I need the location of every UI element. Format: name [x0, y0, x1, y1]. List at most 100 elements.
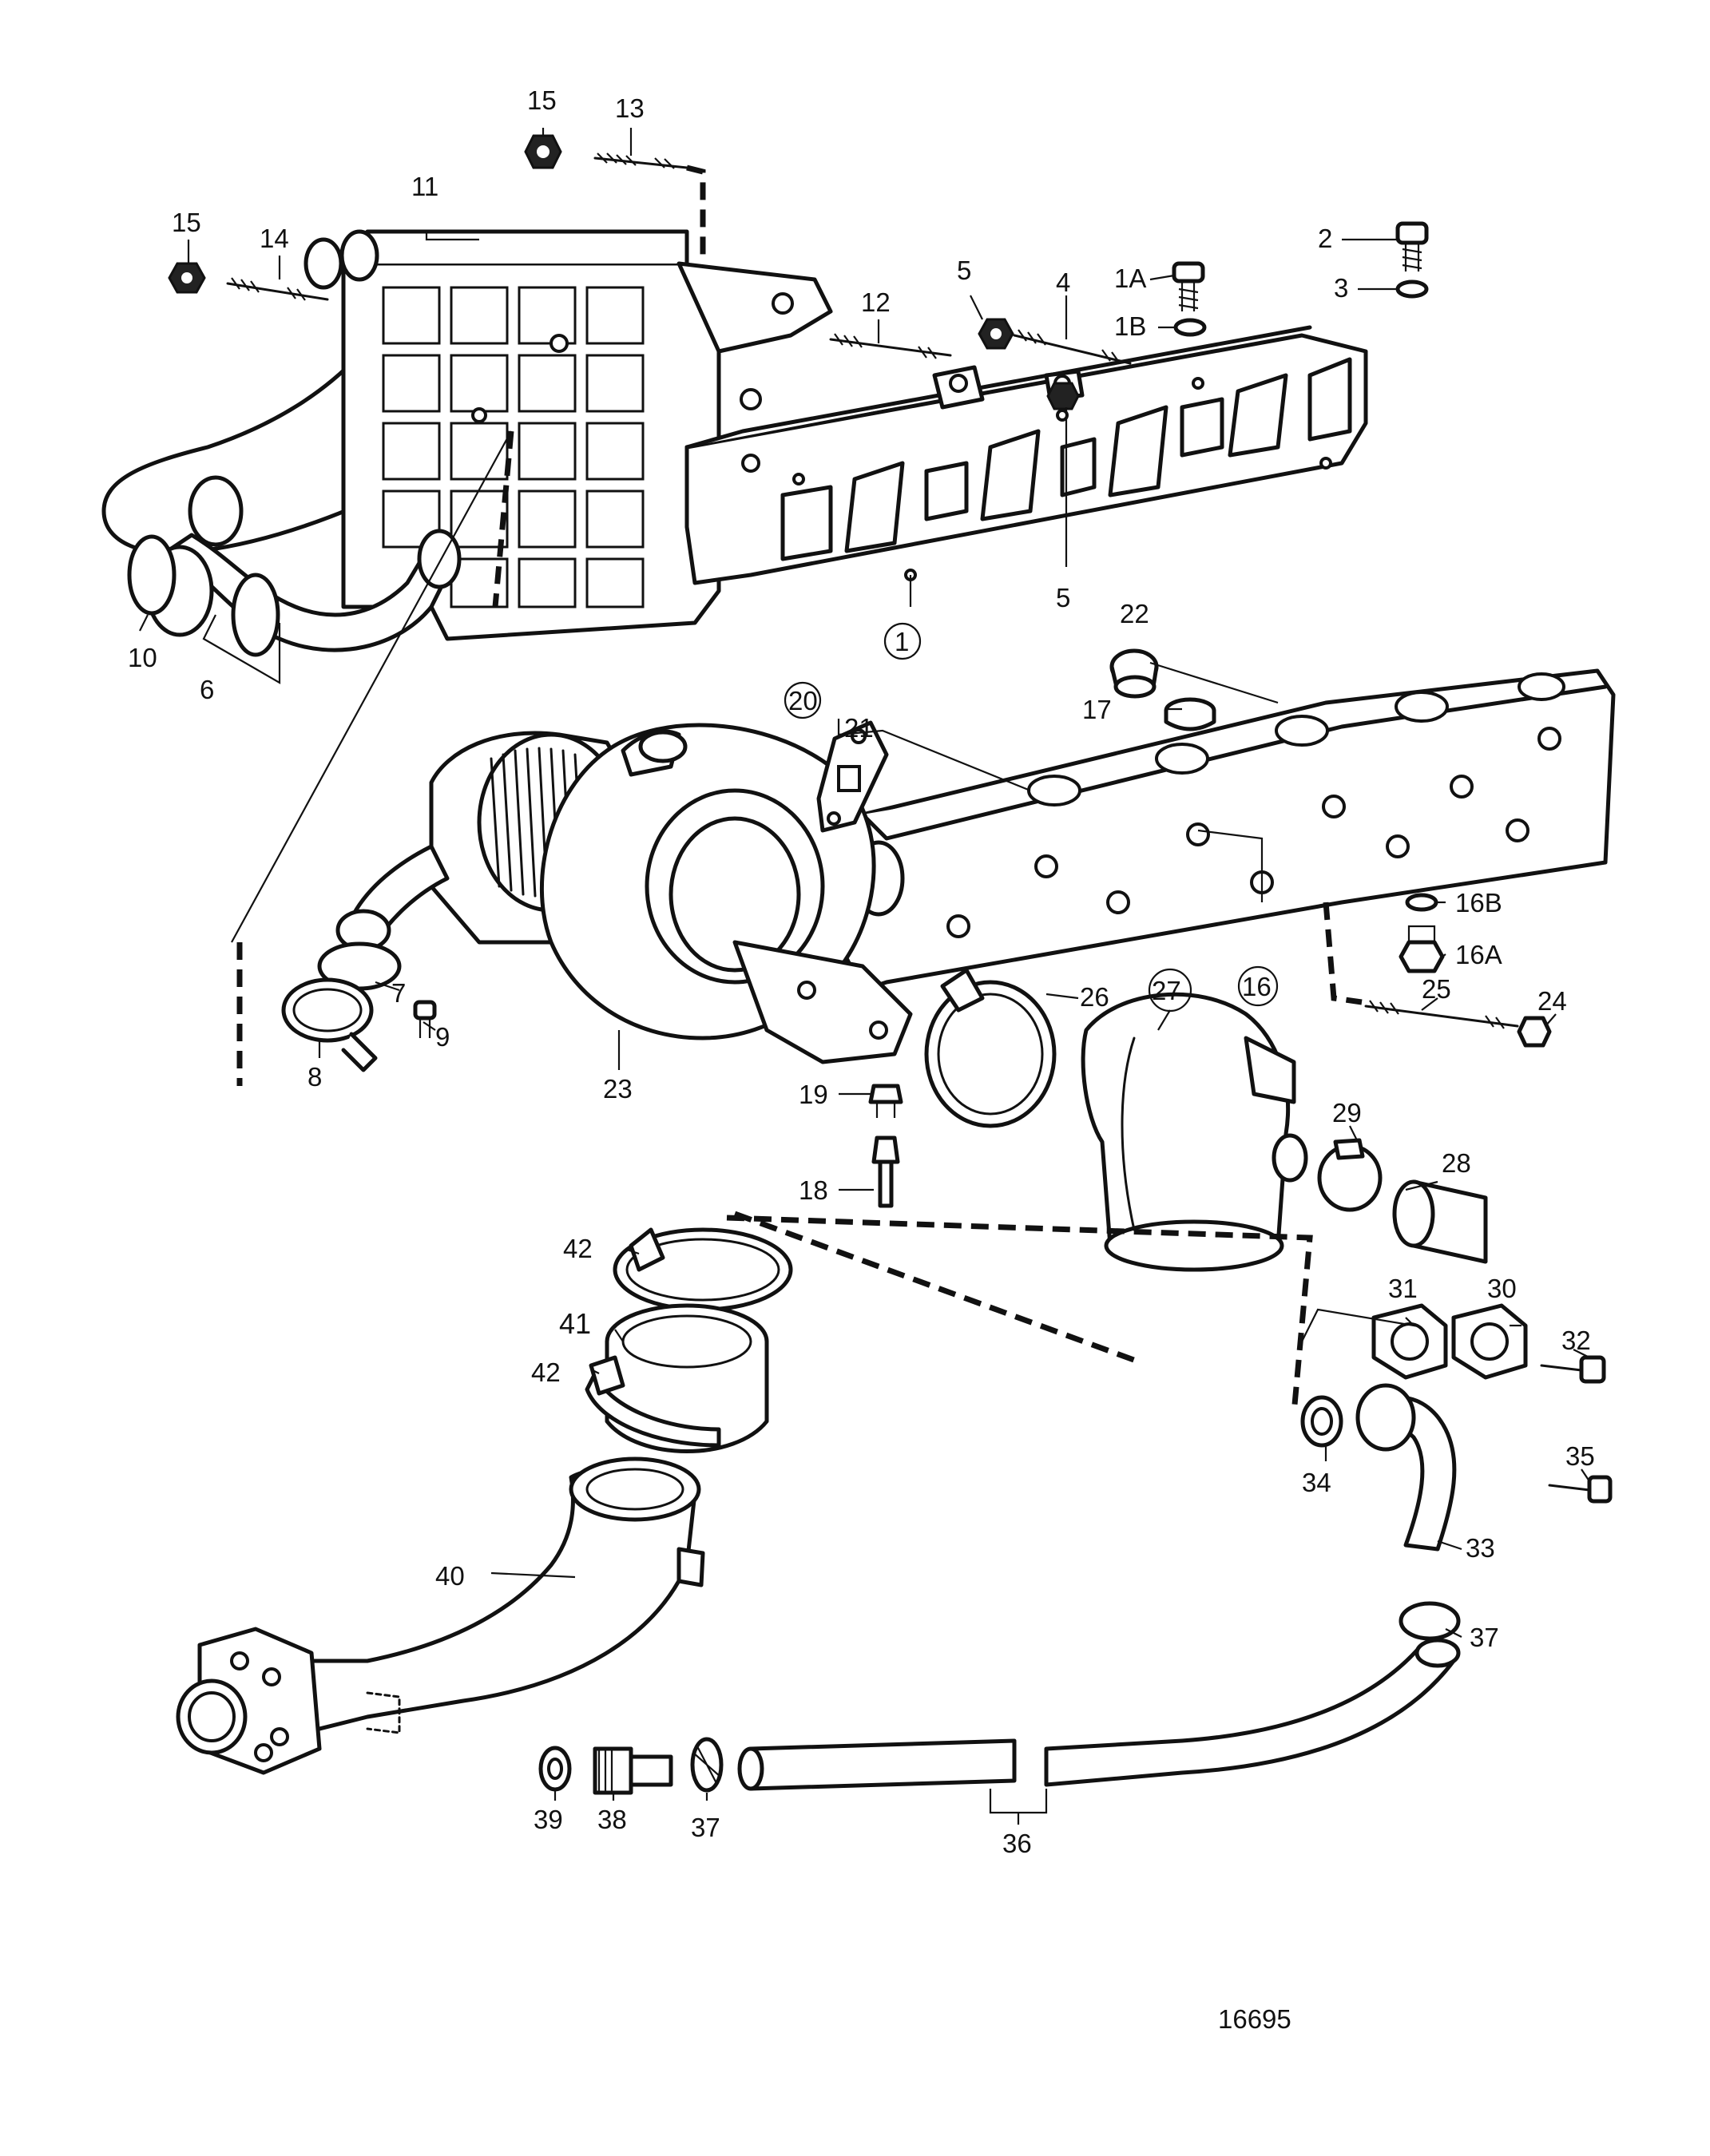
label-26: 26 [1080, 982, 1109, 1012]
nipple-38 [593, 1746, 673, 1795]
label-1A: 1A [1114, 264, 1146, 293]
gasket-17 [1164, 697, 1216, 731]
label-15-top: 15 [527, 85, 557, 115]
label-24: 24 [1537, 986, 1567, 1016]
label-32: 32 [1561, 1326, 1591, 1355]
label-22: 22 [1120, 599, 1149, 628]
label-17: 17 [1082, 695, 1112, 724]
label-28: 28 [1442, 1148, 1471, 1178]
turbocharger [335, 723, 913, 1064]
figure-number: 16695 [1218, 2004, 1291, 2034]
washer-39 [538, 1746, 572, 1792]
label-13: 13 [615, 93, 645, 123]
flange-30 [1451, 1303, 1528, 1380]
label-19: 19 [799, 1080, 828, 1109]
nut-15-top [524, 134, 562, 169]
exhaust-manifold [828, 668, 1616, 993]
plug-2 [1395, 221, 1429, 271]
clamp-42-bottom [585, 1355, 721, 1448]
label-7: 7 [391, 978, 406, 1008]
label-14: 14 [260, 224, 289, 253]
label-42-top: 42 [563, 1234, 593, 1263]
label-25: 25 [1422, 974, 1451, 1004]
label-33: 33 [1466, 1533, 1495, 1563]
label-16A: 16A [1455, 940, 1502, 969]
assembly-lines [231, 164, 1363, 1414]
gasket-21 [816, 720, 889, 833]
clamp-29 [1317, 1138, 1383, 1212]
label-10: 10 [128, 643, 157, 672]
stud-25 [1364, 1000, 1519, 1029]
part-number-labels: 15 13 11 15 14 12 5 4 1A 1B 2 3 5 1 10 6… [128, 85, 1595, 2034]
label-38: 38 [597, 1805, 627, 1834]
hose-clamp-37-right [1399, 1601, 1461, 1641]
label-37-left: 37 [691, 1813, 720, 1842]
inlet-manifold-rail [684, 325, 1368, 585]
label-5-top: 5 [957, 256, 971, 285]
label-18: 18 [799, 1175, 828, 1205]
label-31: 31 [1388, 1274, 1418, 1303]
screw-35 [1548, 1475, 1613, 1504]
screw-32 [1540, 1355, 1606, 1384]
label-41: 41 [559, 1307, 591, 1340]
v-clamp-8 [281, 977, 378, 1072]
label-37-right: 37 [1470, 1623, 1499, 1652]
stud-14 [226, 277, 329, 301]
stud-12 [829, 333, 952, 359]
stud-13 [593, 153, 688, 169]
label-42-bottom: 42 [531, 1357, 561, 1387]
label-20-circled: 20 [788, 686, 818, 715]
washer-1B [1173, 318, 1207, 337]
bolt-9 [413, 1000, 437, 1038]
label-40: 40 [435, 1561, 465, 1591]
clamp-26 [924, 968, 1057, 1128]
label-1-circled: 1 [895, 627, 909, 656]
pipe-33 [1355, 1383, 1457, 1552]
label-6: 6 [200, 675, 214, 704]
hose-28 [1392, 1179, 1488, 1264]
nut-16A [1399, 925, 1445, 973]
washer-3 [1395, 279, 1429, 299]
label-15-left: 15 [172, 208, 201, 237]
exhaust-elbow-27 [1081, 992, 1308, 1272]
nut-5-top [978, 318, 1014, 350]
nipple-18 [871, 1135, 900, 1208]
label-39: 39 [534, 1805, 563, 1834]
label-3: 3 [1334, 273, 1348, 303]
label-16-circled: 16 [1242, 972, 1272, 1001]
label-16B: 16B [1455, 888, 1502, 917]
nut-5-bottom [1046, 382, 1080, 410]
gasket-31 [1371, 1303, 1448, 1380]
label-27-circled: 27 [1152, 976, 1181, 1005]
label-29: 29 [1332, 1098, 1362, 1128]
label-1B: 1B [1114, 311, 1146, 341]
plug-19 [868, 1084, 903, 1118]
label-2: 2 [1318, 224, 1332, 253]
hose-clamp-10 [127, 534, 177, 616]
label-9: 9 [435, 1022, 450, 1052]
clamp-42-top [613, 1227, 793, 1312]
label-12: 12 [861, 287, 891, 317]
label-5-bottom: 5 [1056, 583, 1070, 612]
washer-34 [1300, 1395, 1343, 1448]
hose-36 [737, 1638, 1461, 1791]
leader-lines [139, 128, 1590, 1825]
label-21: 21 [844, 713, 874, 743]
stud-4 [1013, 329, 1132, 365]
nut-24 [1517, 1016, 1552, 1048]
label-8: 8 [307, 1062, 322, 1092]
plug-1A [1172, 261, 1205, 311]
label-36: 36 [1002, 1829, 1032, 1858]
label-35: 35 [1565, 1441, 1595, 1471]
washer-16B [1405, 893, 1438, 912]
hose-clamp-37-left [690, 1737, 724, 1793]
nut-15-left [168, 262, 206, 294]
label-30: 30 [1487, 1274, 1517, 1303]
label-23: 23 [603, 1074, 633, 1104]
label-4: 4 [1056, 268, 1070, 297]
label-34: 34 [1302, 1468, 1331, 1497]
water-pipe-40 [176, 1456, 705, 1775]
sleeve-22 [1109, 648, 1159, 699]
